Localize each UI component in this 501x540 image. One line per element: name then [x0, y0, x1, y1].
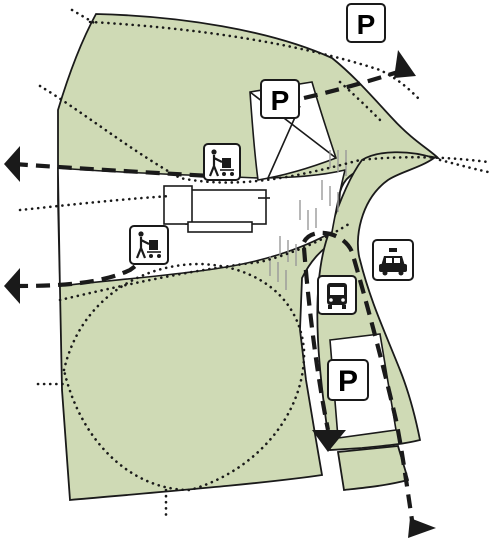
sign-frame [327, 359, 369, 401]
taxi-sign[interactable] [372, 239, 414, 281]
taxi-icon [379, 248, 407, 276]
parking-sign-garage[interactable]: P [260, 79, 300, 119]
terminal-building-wing [163, 185, 193, 225]
bus-icon [327, 283, 347, 309]
parking-icon: P [357, 9, 376, 40]
pedestrian-path-top-left [70, 8, 98, 26]
vehicle-route-west-upper [13, 161, 211, 179]
parking-sign-top-right[interactable]: P [346, 3, 386, 43]
terminal-building-main [185, 189, 267, 225]
route-arrows [4, 50, 436, 538]
parking-sign-lower[interactable]: P [327, 359, 369, 401]
sign-frame [260, 79, 300, 119]
vehicle-route-garage-exit [303, 69, 399, 101]
pedestrian-path-garage-link [338, 80, 382, 122]
parking-icon: P [338, 365, 358, 398]
bus-sign[interactable] [317, 275, 357, 315]
parking-icon: P [271, 85, 290, 116]
southeast-lawn [336, 445, 410, 491]
terminal-building-annex [187, 221, 253, 233]
pedestrian-path-diagonal [38, 84, 490, 184]
pedestrian-path-ring [62, 262, 306, 492]
pedestrian-paths [18, 8, 490, 522]
pedestrian-path-mid [58, 220, 354, 302]
vehicle-route-bus-inbound [301, 247, 331, 431]
arrow-west-lower-icon [4, 268, 20, 304]
pedestrian-path-east-spur [438, 158, 490, 174]
arrow-south-exit-icon [408, 518, 436, 538]
luggage-trolley-icon [208, 149, 234, 177]
sign-frame [346, 3, 386, 43]
arrow-south-inbound-icon [312, 430, 346, 452]
luggage-sign-lower[interactable] [129, 225, 169, 265]
vehicle-route-bus-loop [302, 230, 415, 521]
arrow-northeast-icon [394, 50, 416, 78]
pedestrian-path-top [88, 20, 422, 102]
arrow-west-upper-icon [4, 146, 20, 182]
luggage-sign-upper[interactable] [203, 143, 241, 181]
pedestrian-path-west [18, 194, 172, 212]
luggage-trolley-icon [135, 231, 161, 259]
terminal-buildings [163, 185, 270, 233]
